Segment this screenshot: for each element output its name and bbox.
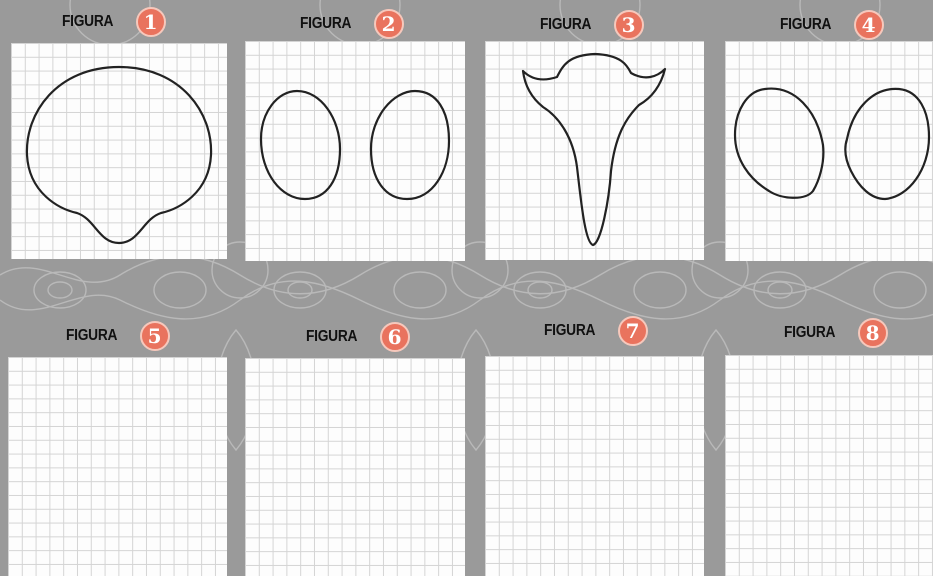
figure-label: FIGURA	[66, 327, 117, 345]
figure-label: FIGURA	[62, 13, 113, 31]
figure-1-heading: FIGURA 1	[62, 6, 166, 38]
figure-1-grid	[11, 43, 227, 259]
figure-2-heading: FIGURA 2	[300, 8, 404, 40]
figure-number-badge: 2	[374, 9, 404, 39]
figure-number-badge: 8	[858, 318, 888, 348]
figure-2-shape	[245, 41, 465, 261]
figure-8-grid[interactable]	[725, 355, 933, 576]
figure-2-grid	[245, 41, 465, 261]
figure-4-heading: FIGURA 4	[780, 9, 884, 41]
figure-4-shape	[725, 41, 933, 261]
figure-number-badge: 1	[136, 7, 166, 37]
figure-7-grid[interactable]	[485, 356, 704, 576]
figure-label: FIGURA	[540, 16, 591, 34]
figure-number-badge: 3	[614, 10, 644, 40]
figure-label: FIGURA	[300, 15, 351, 33]
figure-1-shape	[11, 43, 227, 259]
figure-3-shape	[485, 41, 704, 260]
figure-label: FIGURA	[780, 16, 831, 34]
figure-number-badge: 6	[380, 322, 410, 352]
figure-8-heading: FIGURA 8	[784, 317, 888, 349]
figure-number-badge: 4	[854, 10, 884, 40]
figure-4-grid	[725, 41, 933, 261]
figure-number-badge: 5	[140, 321, 170, 351]
figure-7-heading: FIGURA 7	[544, 315, 648, 347]
figure-3-grid	[485, 41, 704, 260]
figure-number-badge: 7	[618, 316, 648, 346]
figure-label: FIGURA	[306, 328, 357, 346]
figure-5-grid[interactable]	[8, 357, 227, 576]
figure-label: FIGURA	[784, 324, 835, 342]
figure-6-grid[interactable]	[245, 358, 465, 576]
figure-5-heading: FIGURA 5	[66, 320, 170, 352]
figure-6-heading: FIGURA 6	[306, 321, 410, 353]
figure-3-heading: FIGURA 3	[540, 9, 644, 41]
figure-label: FIGURA	[544, 322, 595, 340]
